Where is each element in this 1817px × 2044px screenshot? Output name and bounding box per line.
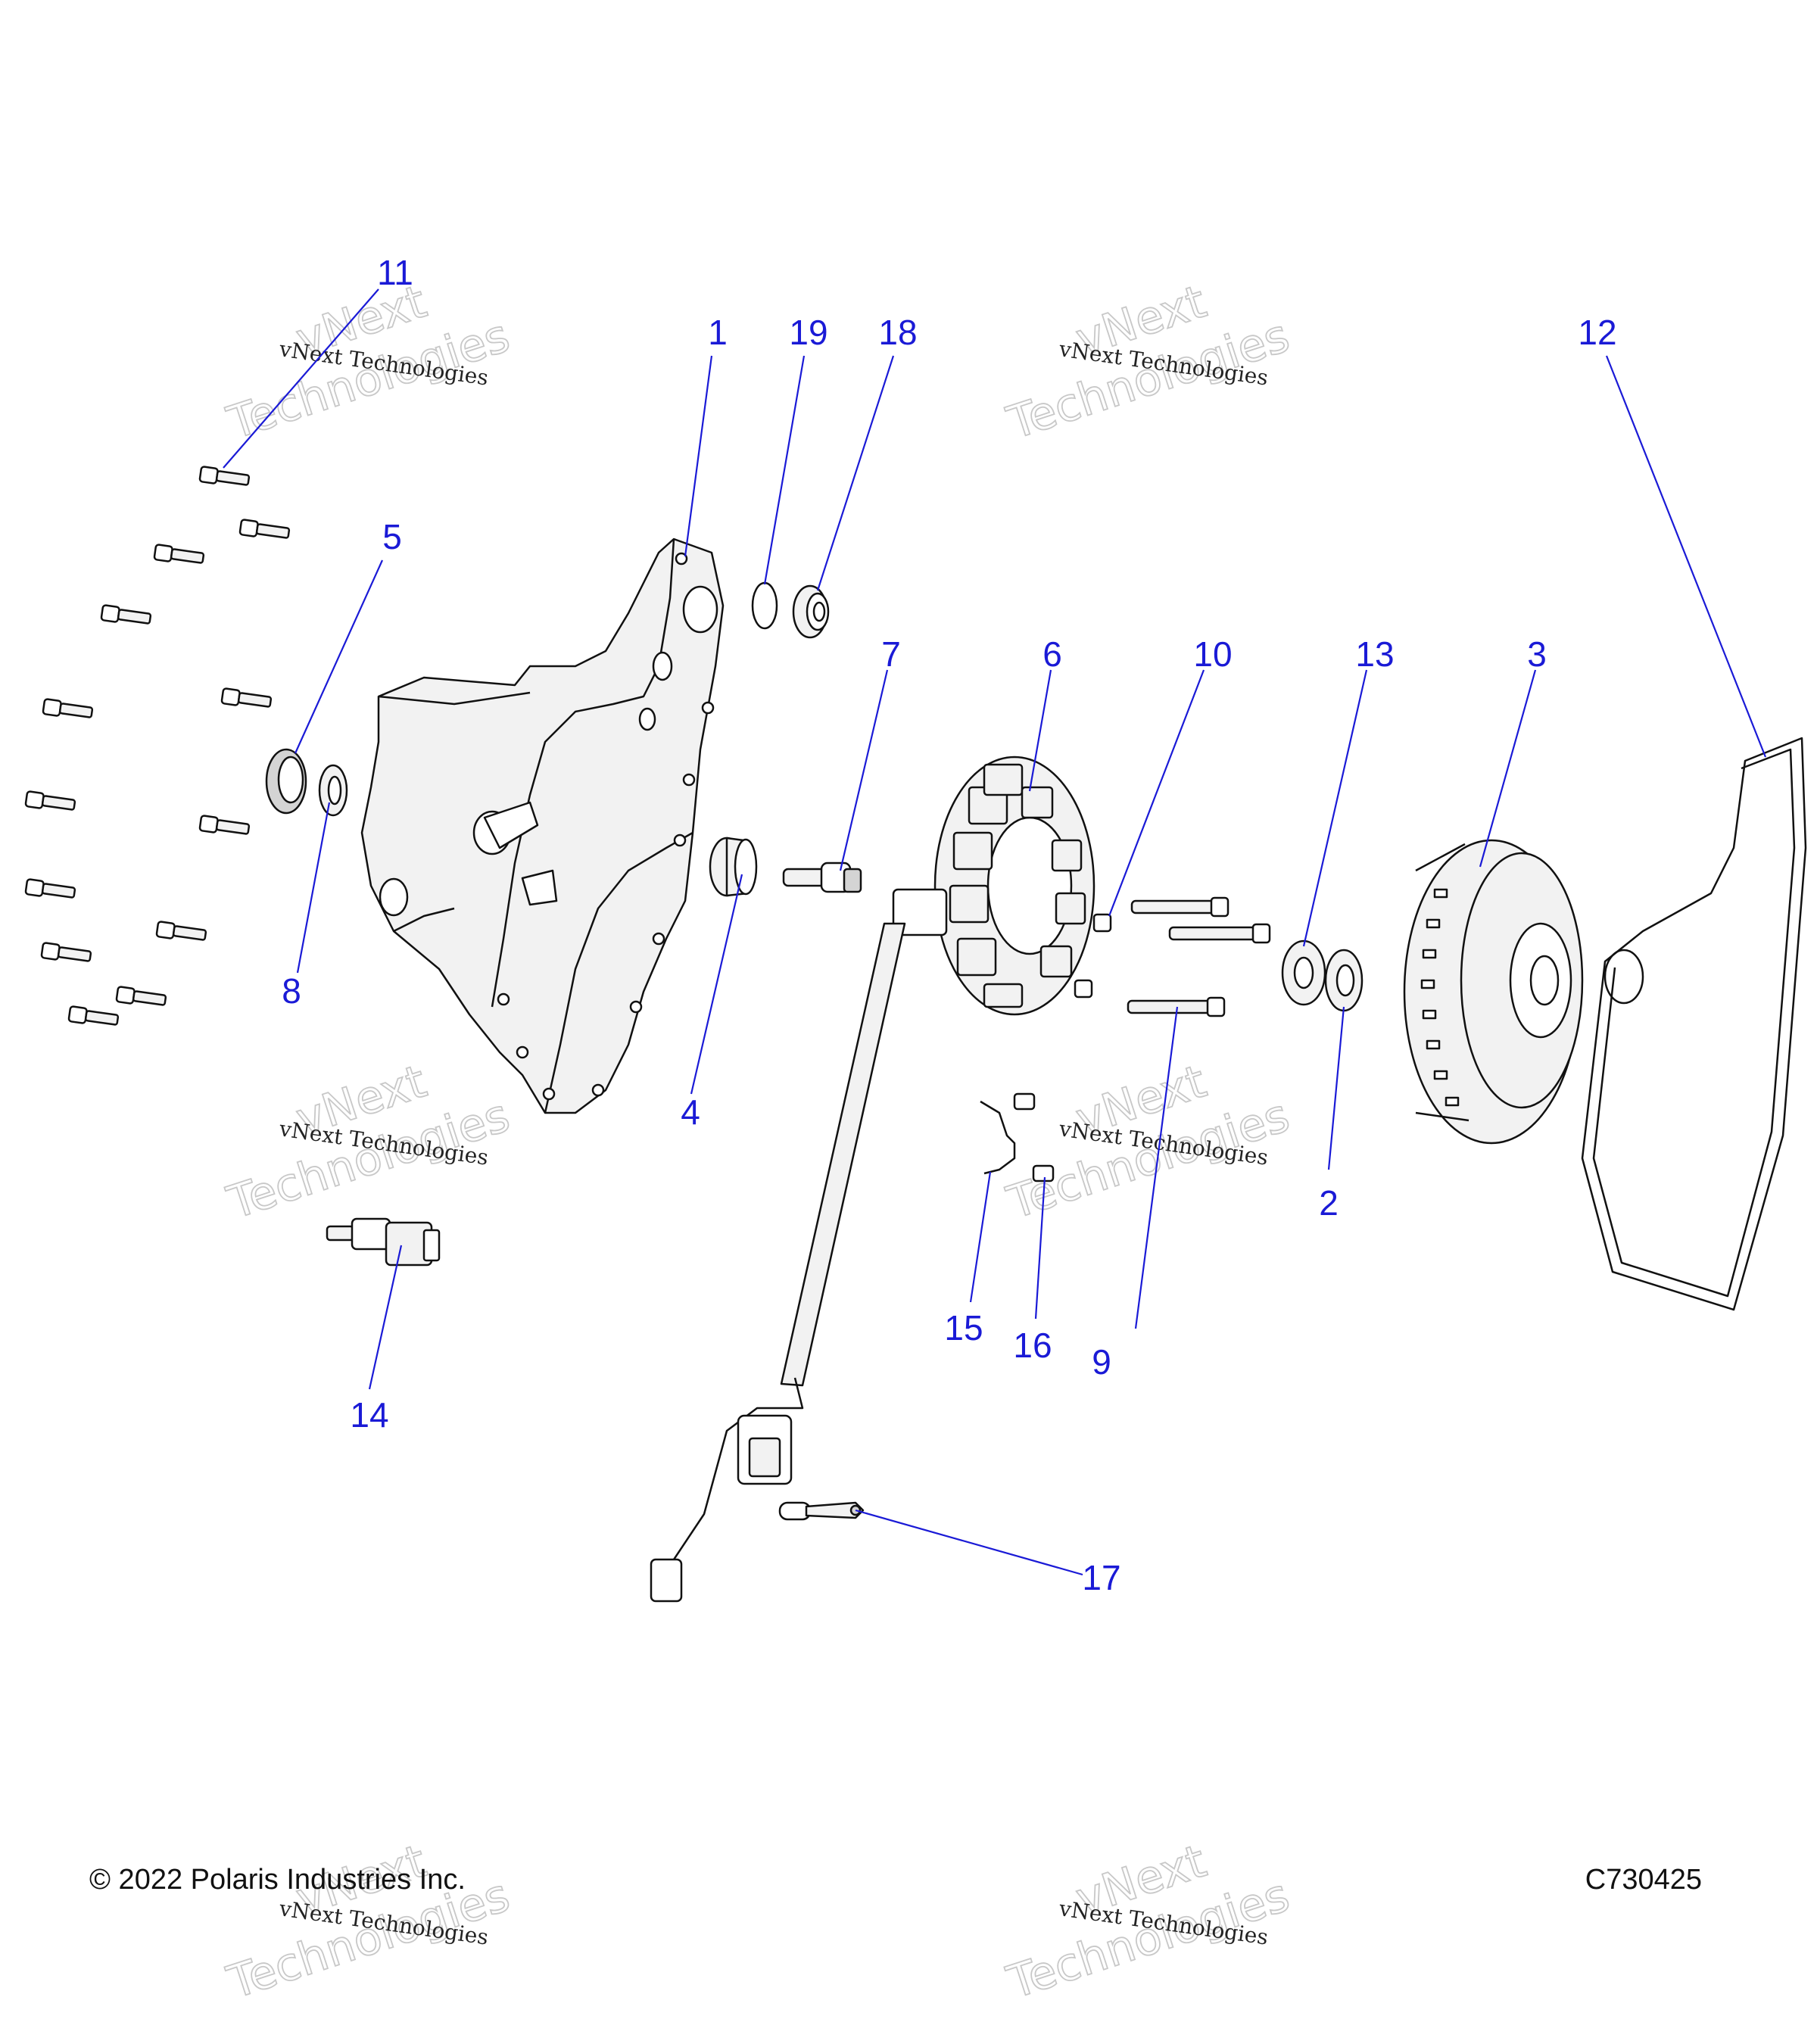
bearing-18	[792, 584, 830, 639]
watermark-mid-left: vNext Technologies vNext Technologies	[220, 1055, 516, 1231]
callout-labels: 11 1 19 18 12 5 7 6 10 13 3 8 4 2 15 16 …	[282, 253, 1616, 1597]
callout-2: 2	[1319, 1183, 1339, 1223]
bolts-group	[24, 466, 291, 1026]
bolt	[40, 942, 92, 962]
stator-harness	[650, 922, 906, 1603]
bolt	[153, 544, 205, 564]
callout-5: 5	[382, 517, 402, 556]
washer-2	[1324, 949, 1364, 1012]
callout-14: 14	[350, 1395, 388, 1435]
leader-lines	[223, 288, 1767, 1576]
sensor-14	[326, 1217, 441, 1267]
callout-13: 13	[1355, 634, 1394, 674]
bracket-15	[980, 1100, 1016, 1175]
callout-7: 7	[881, 634, 901, 674]
callout-19: 19	[789, 313, 827, 352]
callout-16: 16	[1013, 1326, 1052, 1365]
gasket-12	[1581, 737, 1807, 1311]
housing-cover	[360, 537, 725, 1114]
callout-3: 3	[1527, 634, 1547, 674]
callout-17: 17	[1082, 1558, 1120, 1597]
figure-id: C730425	[1585, 1864, 1702, 1896]
screws-10	[1092, 896, 1271, 944]
clip-17	[778, 1501, 865, 1521]
callout-18: 18	[878, 313, 917, 352]
snap-ring-19	[751, 581, 778, 630]
flywheel-3	[1403, 839, 1584, 1145]
bolt	[67, 1005, 120, 1026]
callout-4: 4	[681, 1092, 700, 1132]
bolt	[238, 519, 291, 539]
nut-13	[1281, 939, 1326, 1006]
watermark-bottom-center: vNext Technologies vNext Technologies	[1000, 1834, 1296, 2011]
callout-8: 8	[282, 971, 301, 1011]
bolt	[42, 698, 94, 718]
watermark-mid-center: vNext Technologies vNext Technologies	[1000, 1055, 1296, 1231]
seal-5	[265, 748, 307, 815]
bolt	[155, 921, 207, 941]
screws-16	[1013, 1092, 1055, 1182]
washer-8	[318, 764, 348, 817]
callout-15: 15	[944, 1308, 983, 1348]
callout-6: 6	[1043, 634, 1062, 674]
bolt	[198, 466, 251, 486]
callout-11: 11	[377, 253, 413, 292]
bolt	[198, 815, 251, 835]
bolt	[24, 878, 76, 899]
callout-10: 10	[1193, 634, 1232, 674]
bushing-4	[709, 837, 758, 897]
screws-9	[1074, 979, 1226, 1017]
copyright-notice: © 2022 Polaris Industries Inc.	[89, 1864, 466, 1896]
watermark-top-center: vNext Technologies vNext Technologies	[1000, 275, 1296, 451]
callout-1: 1	[708, 313, 728, 352]
callout-12: 12	[1578, 313, 1616, 352]
callout-9: 9	[1092, 1342, 1111, 1382]
pin-7	[782, 862, 862, 893]
bolt	[100, 604, 152, 625]
bolt	[220, 687, 273, 708]
stator-6	[892, 756, 1095, 1016]
watermark-bottom-left: vNext Technologies vNext Technologies	[220, 1834, 516, 2011]
bolt	[24, 790, 76, 811]
bolt	[115, 986, 167, 1006]
